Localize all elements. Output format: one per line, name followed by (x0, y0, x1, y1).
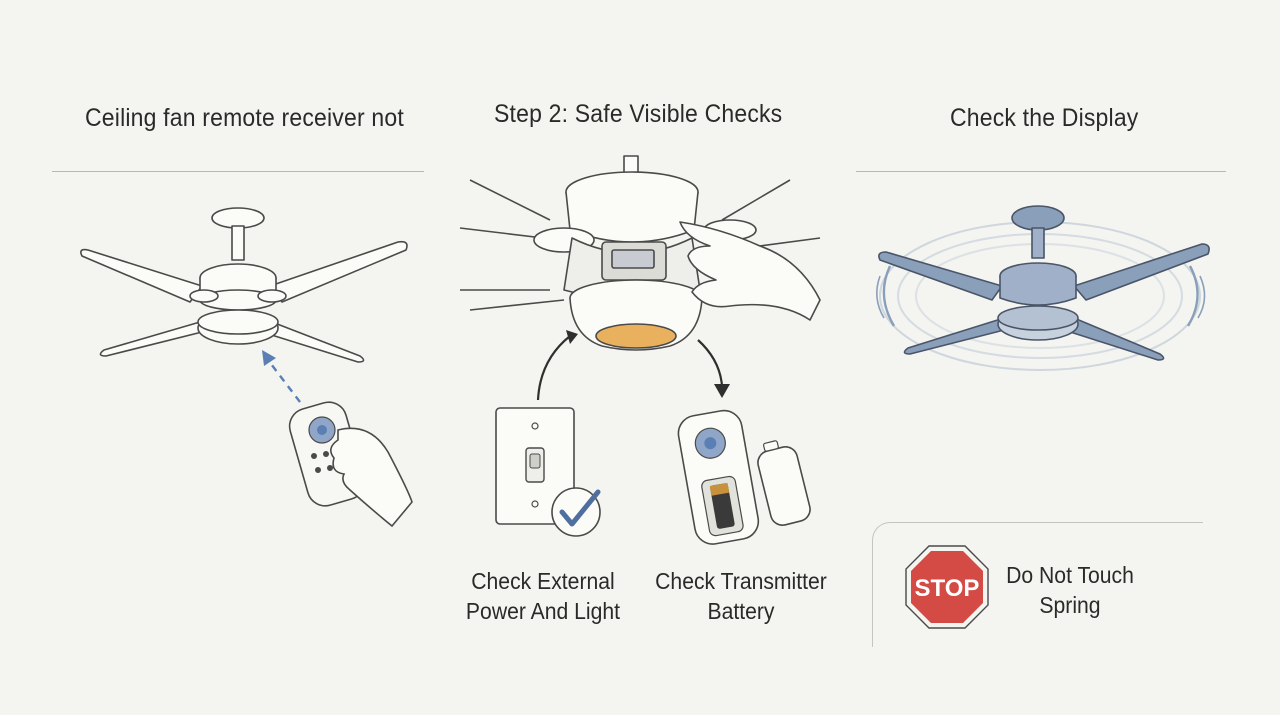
spinning-fan-illustration (876, 205, 1210, 371)
remote-control-icon (288, 401, 413, 528)
panel-title-left: Ceiling fan remote receiver not (85, 104, 404, 132)
warning-text-line2: Spring (1039, 592, 1101, 618)
arrow-to-battery (697, 339, 724, 387)
panel-check-display: Check the Display (850, 0, 1280, 715)
remote-battery-icon (677, 409, 811, 545)
panel-title-right: Check the Display (950, 104, 1139, 132)
caption-check-power-line2: Power And Light (465, 598, 621, 624)
stop-sign-text: STOP (915, 575, 980, 602)
stop-sign-icon: STOP (905, 545, 989, 629)
panel-remote-receiver: Ceiling fan remote receiver not (0, 0, 430, 715)
caption-check-battery: Check Transmitter Battery (646, 566, 836, 626)
divider-right (856, 171, 1226, 172)
ceiling-fan-illustration-left (80, 207, 413, 528)
checkmark-icon (551, 487, 601, 537)
signal-dashed-arrow (267, 359, 301, 403)
fan-housing-illustration (459, 155, 821, 401)
divider-left (52, 171, 424, 172)
caption-check-power-line1: Check External (471, 568, 615, 594)
caption-check-power: Check External Power And Light (456, 566, 631, 626)
warning-text-line1: Do Not Touch (1006, 562, 1134, 588)
caption-check-battery-line1: Check Transmitter (655, 568, 827, 594)
arrow-to-switch (536, 335, 571, 401)
light-switch-icon (495, 407, 601, 537)
caption-check-battery-line2: Battery (707, 598, 775, 624)
panel-safe-checks: Step 2: Safe Visible Checks (430, 0, 850, 715)
warning-text: Do Not Touch Spring (1006, 560, 1135, 620)
warning-callout (872, 522, 1203, 647)
panel-title-middle: Step 2: Safe Visible Checks (494, 100, 783, 128)
